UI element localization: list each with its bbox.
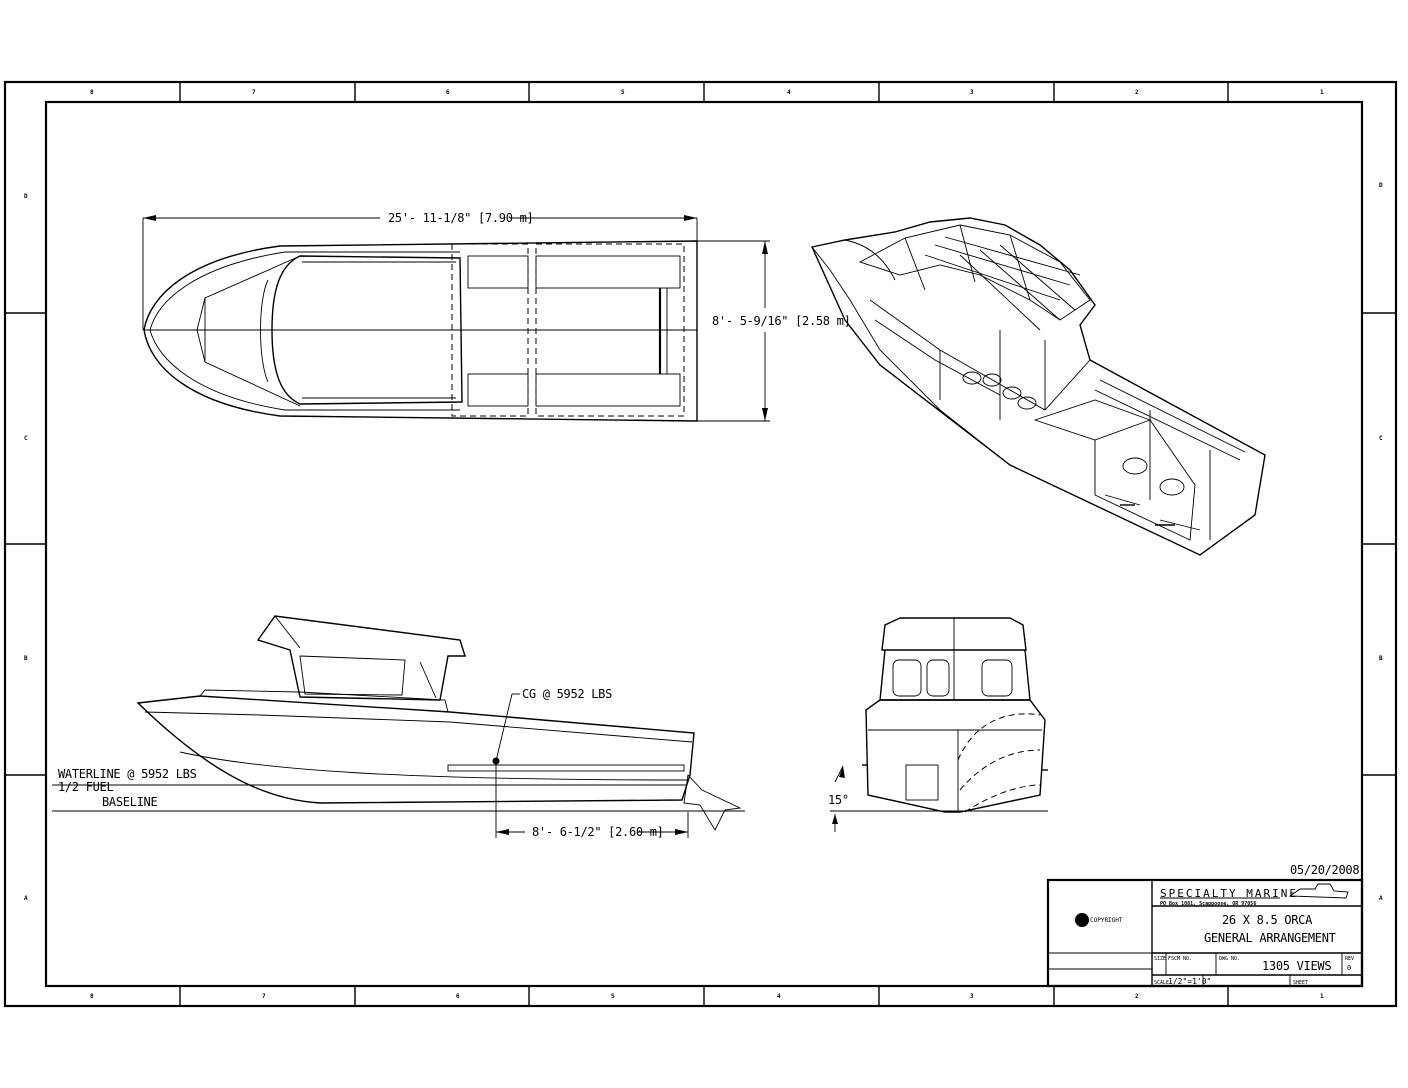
cg-dimension: 8'- 6-1/2" [2.60 m] xyxy=(532,825,664,839)
drawing-title-line2: GENERAL ARRANGEMENT xyxy=(1204,931,1336,945)
zone-top-2: 2 xyxy=(1135,89,1139,96)
sheet-label: SHEET xyxy=(1293,980,1308,986)
zone-right-a: A xyxy=(1379,895,1383,902)
scale-value: 1/2"=1'0" xyxy=(1168,977,1211,986)
boat-logo-icon xyxy=(1288,883,1349,899)
plan-view: 25'- 11-1/8" [7.90 m] 8'- 5-9/16" [2.58 … xyxy=(142,211,851,422)
end-view: 15° xyxy=(828,617,1048,832)
copyright-seal-icon xyxy=(1075,913,1089,927)
fuel-label: 1/2 FUEL xyxy=(58,780,113,794)
zone-left-a: A xyxy=(24,895,28,902)
zone-bottom-8: 8 xyxy=(90,993,94,1000)
waterline-label: WATERLINE @ 5952 LBS xyxy=(58,767,197,781)
company-name: SPECIALTY MARINE xyxy=(1160,887,1298,900)
drawing-date: 05/20/2008 xyxy=(1290,863,1359,877)
zone-bottom-6: 6 xyxy=(456,993,460,1000)
cg-label: CG @ 5952 LBS xyxy=(522,687,612,701)
zone-top-8: 8 xyxy=(90,89,94,96)
rev-value: 0 xyxy=(1347,964,1351,972)
profile-view: CG @ 5952 LBS 8'- 6-1/2" [2.60 m] WATERL… xyxy=(52,615,745,839)
zone-right-d: D xyxy=(1379,182,1383,189)
scale-label: SCALE xyxy=(1154,980,1169,986)
zone-left-c: C xyxy=(24,435,28,442)
title-block: 05/20/2008 COPYRIGHT SPECIALTY MARINE PO… xyxy=(1046,863,1364,988)
zone-right-c: C xyxy=(1379,435,1383,442)
zone-left-b: B xyxy=(24,655,28,662)
size-label: SIZE xyxy=(1154,956,1166,962)
plan-length-dimension: 25'- 11-1/8" [7.90 m] xyxy=(388,211,533,225)
border-frame xyxy=(3,80,1398,1008)
zone-bottom-5: 5 xyxy=(611,993,615,1000)
company-address: PO Box 1081, Scappoose, OR 97056 xyxy=(1160,901,1256,907)
zone-top-6: 6 xyxy=(446,89,450,96)
zone-bottom-7: 7 xyxy=(262,993,266,1000)
zone-labels: 8 7 6 5 4 3 2 1 8 7 6 5 4 3 2 1 D C B A … xyxy=(24,89,1383,1000)
zone-bottom-2: 2 xyxy=(1135,993,1139,1000)
zone-bottom-4: 4 xyxy=(777,993,781,1000)
zone-bottom-1: 1 xyxy=(1320,993,1324,1000)
baseline-label: BASELINE xyxy=(102,795,157,809)
drawing-number: 1305 VIEWS xyxy=(1262,959,1331,973)
isometric-view xyxy=(811,217,1266,556)
copyright-label: COPYRIGHT xyxy=(1090,917,1123,924)
zone-top-1: 1 xyxy=(1320,89,1324,96)
deadrise-angle: 15° xyxy=(828,793,849,807)
drawing-title-line1: 26 X 8.5 ORCA xyxy=(1222,913,1313,927)
dwg-label: DWG NO. xyxy=(1219,956,1240,962)
zone-top-7: 7 xyxy=(252,89,256,96)
zone-top-4: 4 xyxy=(787,89,791,96)
fscm-label: FSCM NO. xyxy=(1168,956,1192,962)
zone-bottom-3: 3 xyxy=(970,993,974,1000)
rev-label: REV xyxy=(1345,956,1354,962)
zone-top-3: 3 xyxy=(970,89,974,96)
zone-left-d: D xyxy=(24,193,28,200)
zone-right-b: B xyxy=(1379,655,1383,662)
plan-beam-dimension: 8'- 5-9/16" [2.58 m] xyxy=(712,314,851,328)
zone-top-5: 5 xyxy=(621,89,625,96)
